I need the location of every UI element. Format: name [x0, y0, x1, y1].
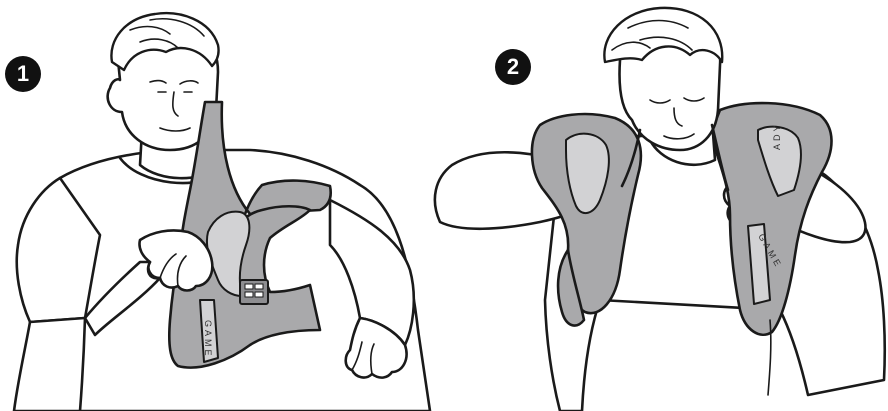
- step-2-brand-text-right: ADY: [772, 122, 782, 150]
- step-2-vest-left: [532, 114, 641, 313]
- step-2-neck: [650, 118, 715, 165]
- step-2-head: [620, 15, 721, 150]
- step-2-vest-right: [712, 103, 832, 335]
- step-1-badge: 1: [5, 56, 41, 92]
- step-2-right-hand: [724, 179, 791, 235]
- step-2-hair: [604, 8, 722, 62]
- step-2-tshirt: [545, 134, 885, 411]
- step-1-brand-text: GAME: [203, 320, 213, 359]
- step-2-left-hand: [554, 174, 621, 230]
- step-2-brand-text-left: GAME: [756, 232, 784, 270]
- step-1-left-arm: [14, 318, 85, 411]
- step-2-right-arm: [770, 160, 865, 242]
- step-1-illustration: GAME: [0, 0, 460, 411]
- step-2-badge: 2: [495, 49, 531, 85]
- step-1-control-box: [240, 280, 268, 304]
